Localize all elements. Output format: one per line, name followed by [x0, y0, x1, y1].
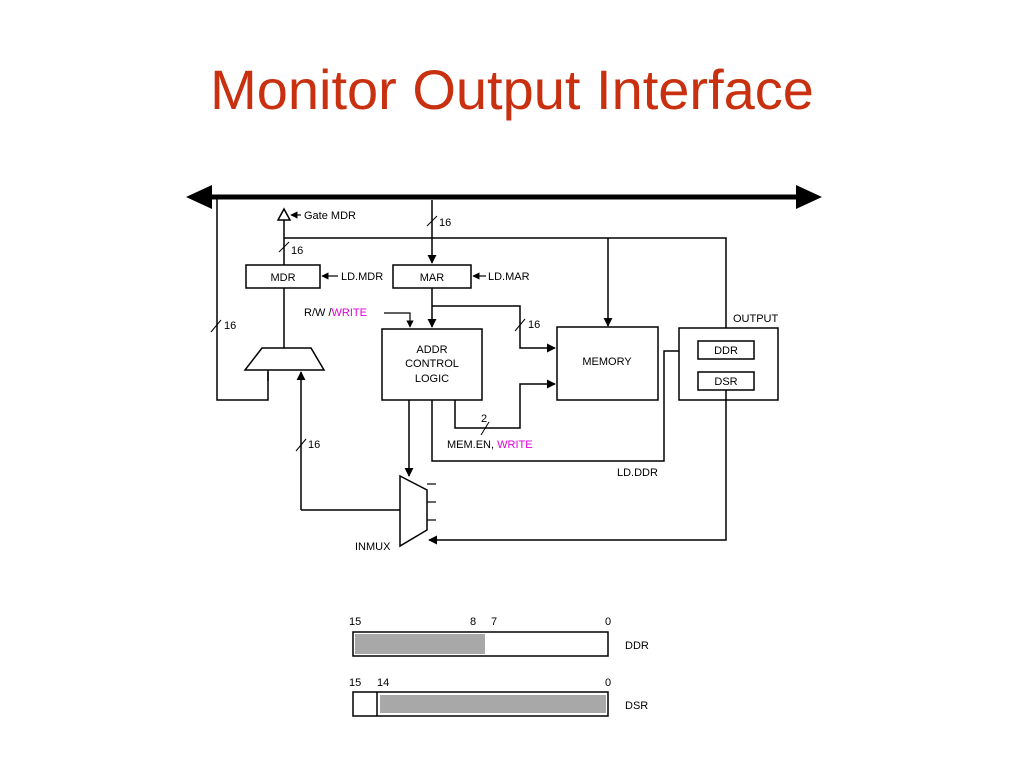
- inmux: [301, 390, 727, 548]
- mem-width-label: 16: [528, 319, 540, 331]
- width-2-label: 2: [481, 413, 487, 425]
- ld-mdr-label: LD.MDR: [341, 271, 383, 283]
- mar-label: MAR: [420, 272, 445, 284]
- ld-mar-label: LD.MAR: [488, 271, 530, 283]
- mdr-bus-width-label: 16: [291, 245, 303, 257]
- addr-logic-line3: LOGIC: [415, 373, 449, 385]
- ddr-bit-7: 7: [491, 616, 497, 628]
- ddr-register: 15 8 7 0 DDR: [349, 616, 649, 657]
- mar-bus-width-label: 16: [439, 217, 451, 229]
- dsr-box-label: DSR: [714, 376, 737, 388]
- ddr-data-field: [355, 634, 485, 654]
- left-feedback-line: [210, 197, 269, 401]
- left-width-label: 16: [224, 320, 236, 332]
- write-label: WRITE: [332, 307, 367, 319]
- ddr-bit-15: 15: [349, 616, 361, 628]
- addr-control-logic-box: [381, 328, 483, 401]
- write-label-2: WRITE: [497, 439, 532, 451]
- mem-en-line: [454, 379, 556, 436]
- gate-mdr-tristate: [276, 207, 301, 265]
- slide-title: Monitor Output Interface: [210, 58, 814, 121]
- addr-logic-line2: CONTROL: [405, 358, 459, 370]
- addr-logic-line1: ADDR: [416, 344, 447, 356]
- ddr-box-label: DDR: [714, 345, 738, 357]
- mar-bus-line: [426, 200, 438, 264]
- memory-box: [556, 326, 659, 401]
- dsr-bit-15: 15: [349, 677, 361, 689]
- system-bus: [186, 185, 822, 209]
- gate-mdr-label: Gate MDR: [304, 210, 356, 222]
- dsr-data-field: [380, 695, 606, 713]
- bus-to-output-line: [284, 237, 727, 341]
- mar-to-addr-lines: [427, 288, 556, 353]
- dsr-register-name: DSR: [625, 700, 648, 712]
- memory-label: MEMORY: [582, 356, 632, 368]
- ddr-bit-8: 8: [470, 616, 476, 628]
- ld-ddr-label: LD.DDR: [617, 467, 658, 479]
- rw-write-arrow: [384, 312, 414, 328]
- rw-label: R/W /WRITE: [304, 307, 367, 319]
- ddr-box: [697, 340, 755, 360]
- ddr-register-name: DDR: [625, 640, 649, 652]
- mem-en-label: MEM.EN, WRITE: [447, 439, 533, 451]
- inmux-label: INMUX: [355, 541, 391, 553]
- mdr-box: [245, 264, 321, 289]
- output-label: OUTPUT: [733, 313, 779, 325]
- mux-width-label: 16: [308, 439, 320, 451]
- mux-width-slash: [295, 438, 307, 452]
- ld-ddr-line: [431, 346, 697, 462]
- dsr-bit-14: 14: [377, 677, 389, 689]
- ddr-bit-0: 0: [605, 616, 611, 628]
- dsr-bit-0: 0: [605, 677, 611, 689]
- mdr-input-mux: [243, 288, 326, 510]
- dsr-register: 15 14 0 DSR: [349, 677, 648, 717]
- mdr-label: MDR: [270, 272, 295, 284]
